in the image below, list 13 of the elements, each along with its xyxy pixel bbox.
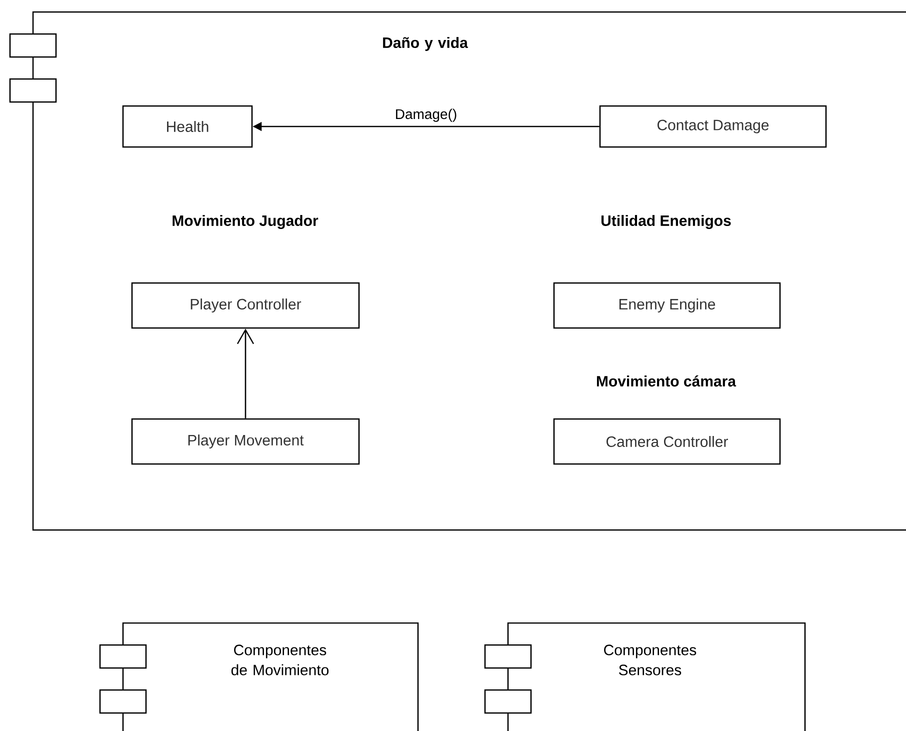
section-heading: Movimiento cámara: [596, 375, 736, 387]
section-heading: Utilidad Enemigos: [601, 214, 731, 230]
edge-label: Damage(): [394, 108, 458, 123]
class-box: Player Controller: [131, 282, 360, 329]
component-box: Componentes Sensores: [484, 622, 806, 731]
arrow: [236, 328, 254, 418]
class-box: Health: [122, 105, 253, 148]
class-box: Contact Damage: [599, 105, 827, 148]
section-heading: Movimiento Jugador: [172, 214, 318, 230]
component-box: Componentes de Movimiento: [99, 622, 419, 731]
class-box: Camera Controller: [553, 418, 781, 465]
class-box: Enemy Engine: [553, 282, 781, 329]
class-box: Player Movement: [131, 418, 360, 465]
